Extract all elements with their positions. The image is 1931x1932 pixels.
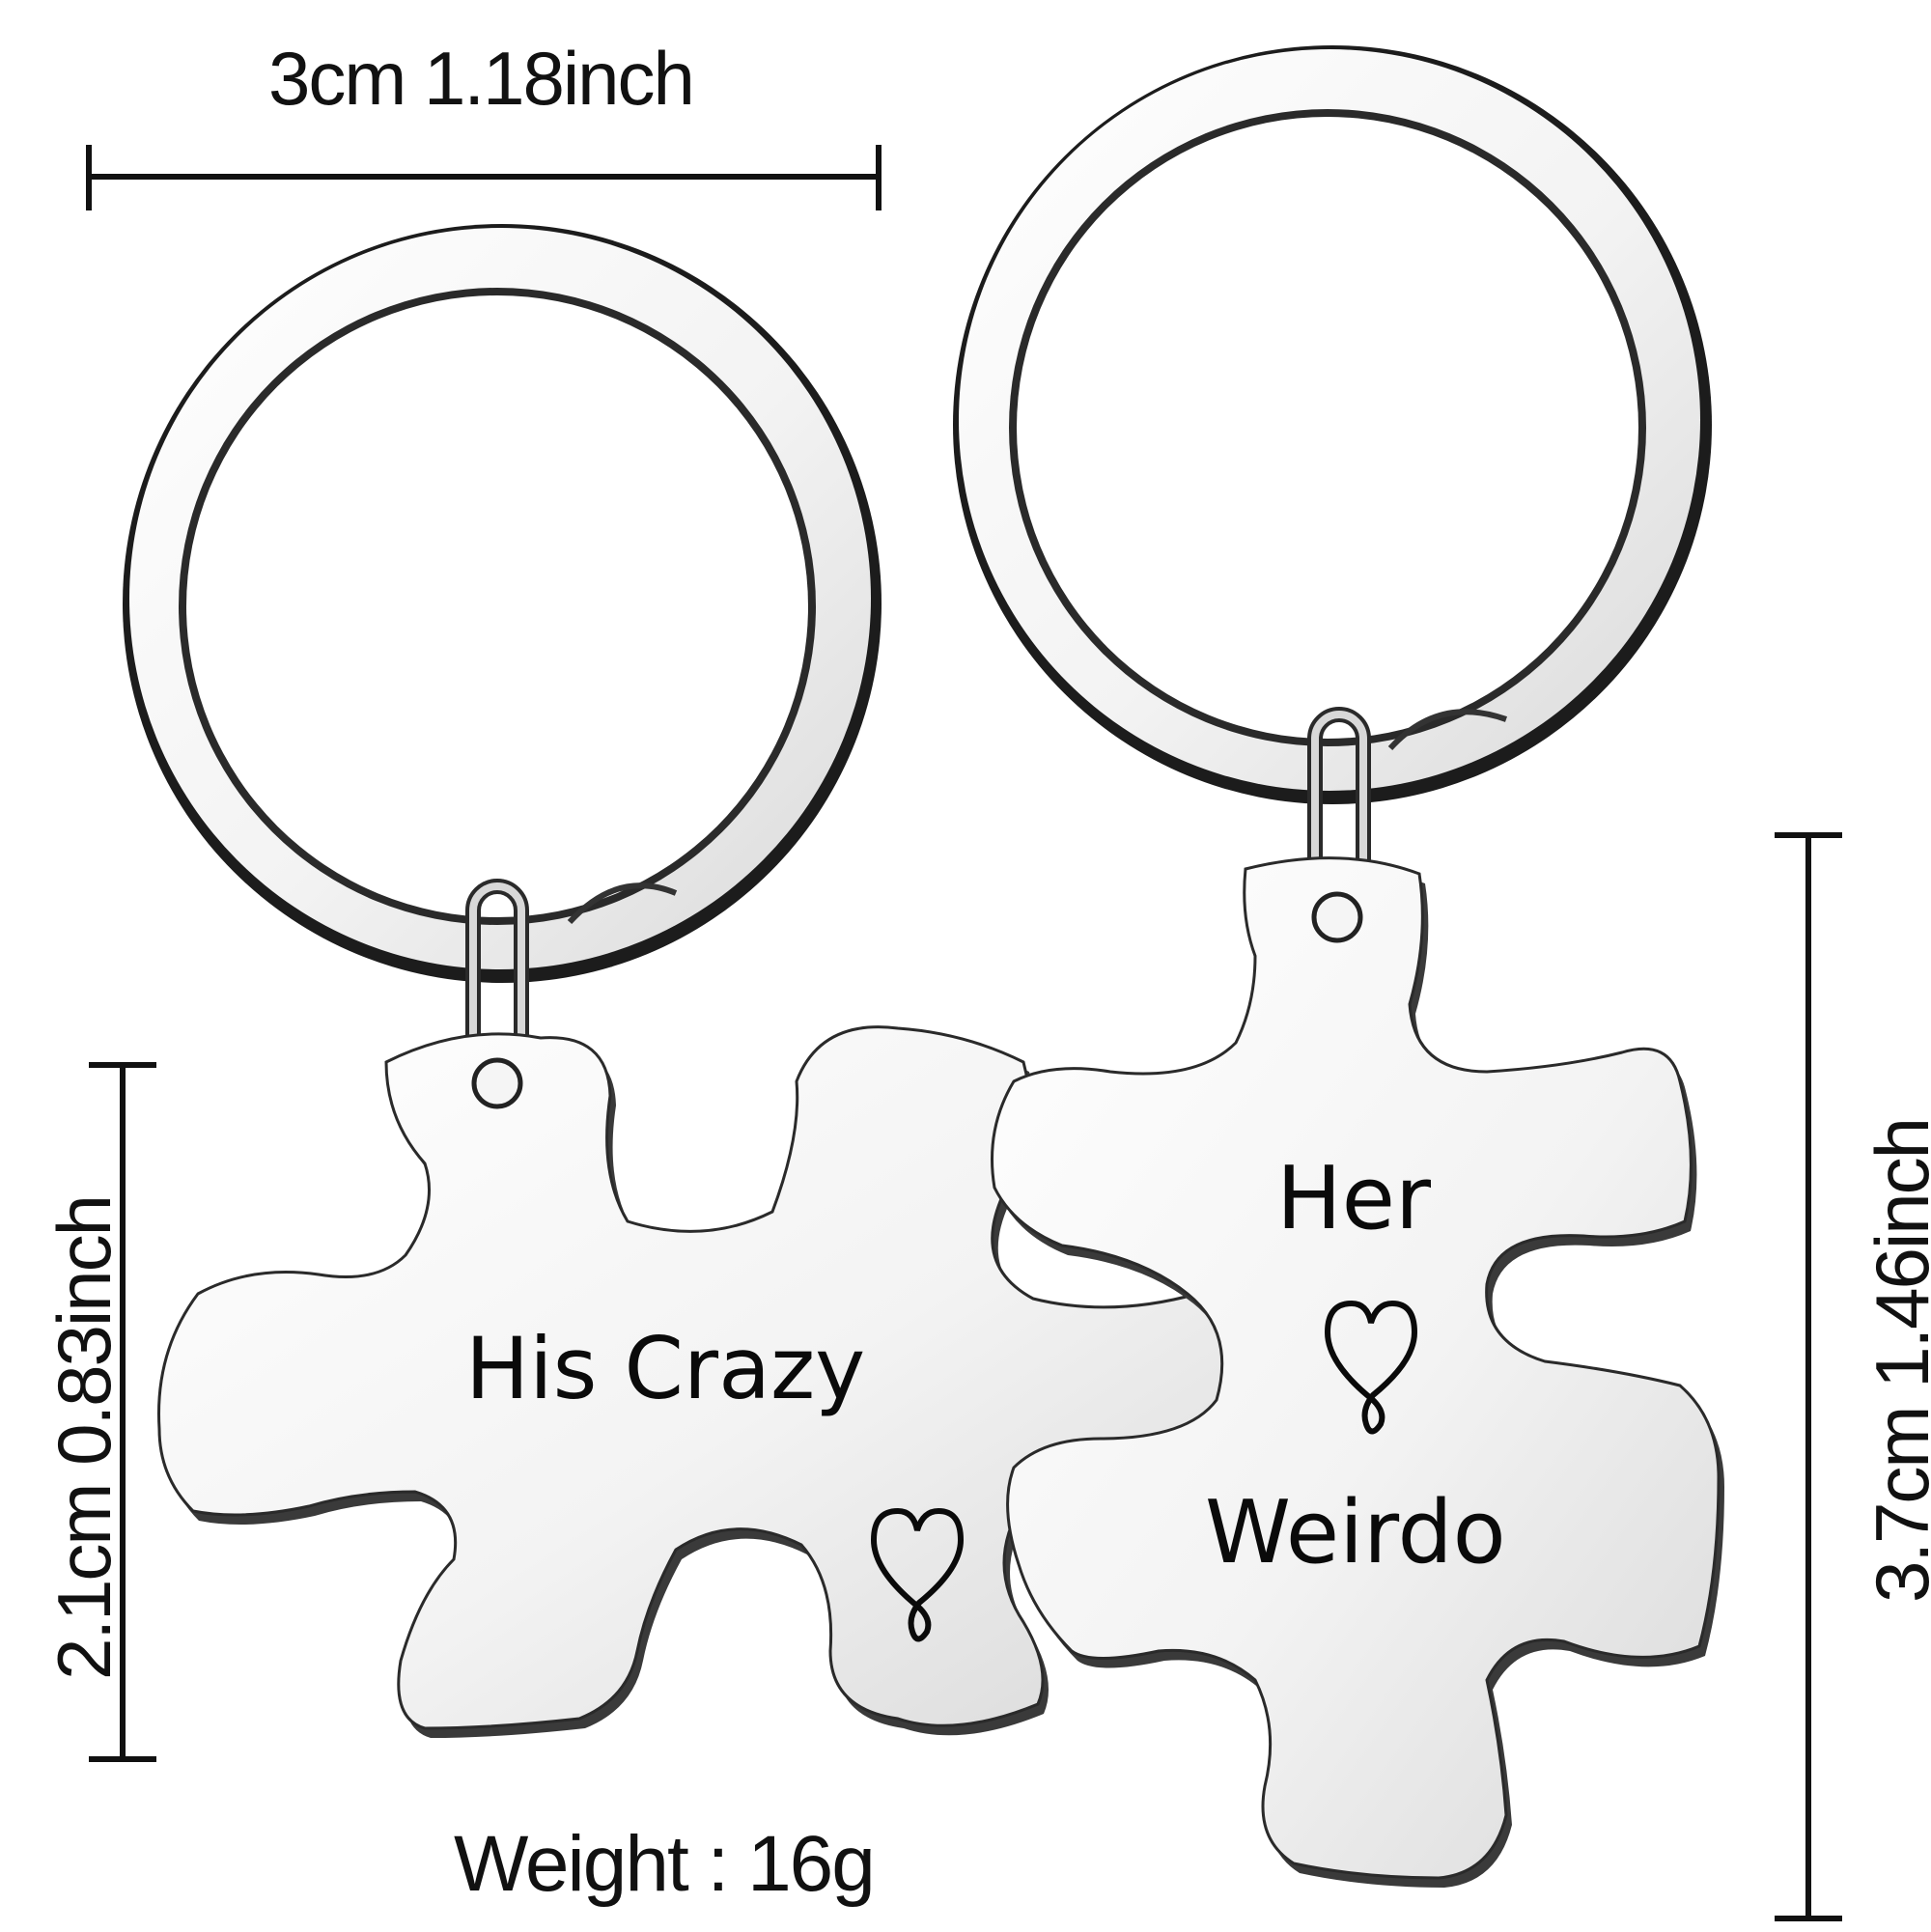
width-dimension-line	[86, 145, 882, 210]
heart-icon	[1324, 1300, 1418, 1435]
left-height-dimension-line	[89, 1062, 156, 1762]
left-height-dimension-label: 2.1cm 0.83inch	[42, 1196, 126, 1680]
right-key-ring	[953, 45, 1712, 804]
left-puzzle-tag	[157, 1025, 1251, 1738]
right-puzzle-tag	[991, 856, 1724, 1888]
weight-label: Weight : 16g	[454, 1820, 876, 1908]
heart-icon	[870, 1507, 965, 1642]
right-tag-line2: Weirdo	[1205, 1482, 1506, 1583]
left-key-ring	[123, 224, 882, 983]
left-tag-text: His Crazy	[465, 1319, 865, 1418]
width-dimension-label: 3cm 1.18inch	[268, 36, 695, 121]
right-height-dimension-line	[1775, 832, 1842, 1921]
right-height-dimension-label: 3.7cm 1.46inch	[1860, 1119, 1931, 1603]
right-tag-line1: Her	[1276, 1148, 1431, 1249]
